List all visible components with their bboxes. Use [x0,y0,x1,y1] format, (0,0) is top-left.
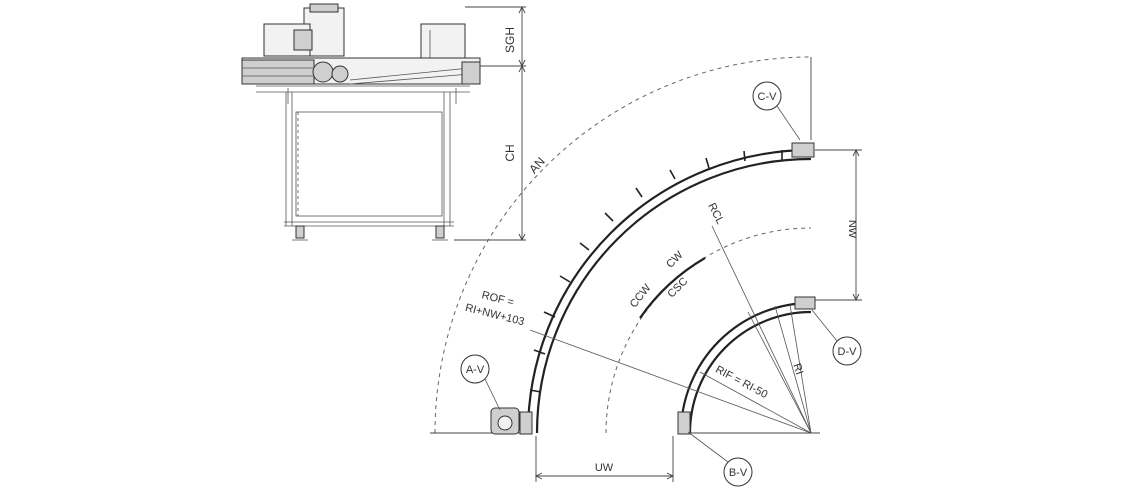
callout-d-v: D-V [811,309,862,366]
centerline-arc [605,227,812,434]
an-arc [434,56,812,434]
frame-panel [295,111,443,217]
callout-b-v: B-V [687,431,753,487]
ch-label: CH [503,144,517,161]
callout-c-v-text: C-V [758,91,778,103]
callout-b-v-text: B-V [729,467,748,479]
cw-label: CW [664,249,686,271]
an-label: AN [526,154,548,176]
callout-d-v-text: D-V [838,346,858,358]
callout-c-v: C-V [752,81,801,141]
side-elevation-view: SGH CH [241,3,526,242]
plan-view: AN [430,56,862,487]
callout-a-v: A-V [460,354,501,411]
ri-label: RI [790,362,805,376]
sgh-label: SGH [503,27,517,53]
callout-a-v-text: A-V [466,364,485,376]
rcl-label: RCL [705,201,726,226]
outer-rail [526,148,812,434]
guide-box [420,23,466,63]
nw-label: NW [846,220,858,239]
uw-label: UW [595,462,614,474]
rof-formula-label: RI+NW+103 [464,302,526,328]
inner-rail [679,301,812,434]
csc-label: CSC [665,275,690,300]
rif-label: RIF = RI-50 [713,364,769,401]
